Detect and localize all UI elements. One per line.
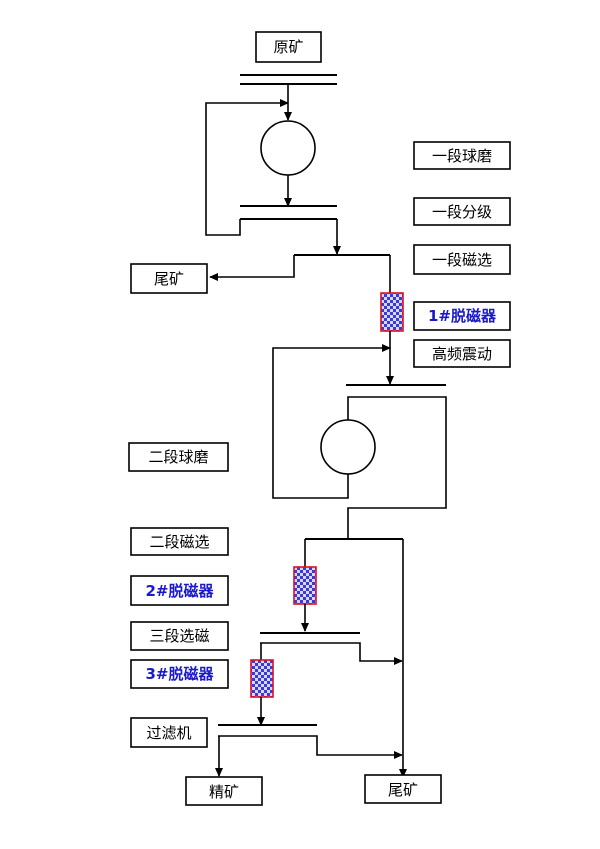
tailings-1-label: 尾矿: [154, 270, 184, 288]
stage2-ball-mill-icon: [320, 419, 376, 475]
step-demagnetizer-3: 3#脱磁器: [130, 659, 229, 689]
step-stage3-magsep: 三段选磁: [130, 621, 229, 651]
concentrate-node: 精矿: [185, 776, 263, 806]
flow-arrow-to-tailings-1: [209, 255, 295, 281]
demagnetizer-2-icon: [293, 566, 317, 605]
stage1-ball-mill-icon: [260, 120, 316, 176]
step-stage1-ball-mill-label: 一段球磨: [432, 147, 492, 165]
tailings-1-node: 尾矿: [130, 263, 208, 294]
step-stage1-magsep: 一段磁选: [413, 244, 511, 275]
step-demagnetizer-1-label: 1#脱磁器: [428, 307, 497, 325]
stage2-classifier-line: [347, 396, 447, 538]
step-demagnetizer-3-label: 3#脱磁器: [145, 665, 214, 683]
step-filter: 过滤机: [130, 717, 208, 748]
step-stage1-magsep-label: 一段磁选: [432, 251, 492, 269]
raw-ore-node: 原矿: [255, 31, 322, 63]
step-stage1-ball-mill: 一段球磨: [413, 141, 511, 170]
step-stage2-magsep: 二段磁选: [130, 527, 229, 556]
demagnetizer-1-icon: [380, 292, 404, 332]
stage1-classifier-bar: [240, 205, 337, 220]
step-high-frequency-vibration-label: 高频震动: [432, 345, 492, 363]
stage3-tailings-line: [260, 642, 403, 665]
step-high-frequency-vibration: 高频震动: [413, 339, 511, 368]
step-demagnetizer-2: 2#脱磁器: [130, 575, 229, 606]
step-stage2-ball-mill-label: 二段球磨: [148, 448, 208, 466]
stage1-feed-bar: [240, 74, 337, 85]
concentrate-label: 精矿: [209, 783, 239, 801]
step-demagnetizer-1: 1#脱磁器: [413, 301, 511, 331]
demagnetizer-3-icon: [250, 659, 274, 698]
stage2-recycle-loop-line: [272, 344, 391, 499]
step-demagnetizer-2-label: 2#脱磁器: [145, 582, 214, 600]
filter-tailings-line: [218, 735, 403, 759]
stage1-recycle-loop-line: [205, 99, 289, 236]
step-filter-label: 过滤机: [146, 724, 191, 742]
step-stage1-classification-label: 一段分级: [432, 203, 492, 221]
raw-ore-label: 原矿: [273, 38, 303, 56]
tailings-2-node: 尾矿: [364, 774, 442, 804]
step-stage2-magsep-label: 二段磁选: [149, 533, 209, 551]
tailings-2-label: 尾矿: [388, 781, 418, 799]
step-stage2-ball-mill: 二段球磨: [128, 442, 229, 472]
step-stage3-magsep-label: 三段选磁: [149, 627, 209, 645]
step-stage1-classification: 一段分级: [413, 197, 511, 226]
